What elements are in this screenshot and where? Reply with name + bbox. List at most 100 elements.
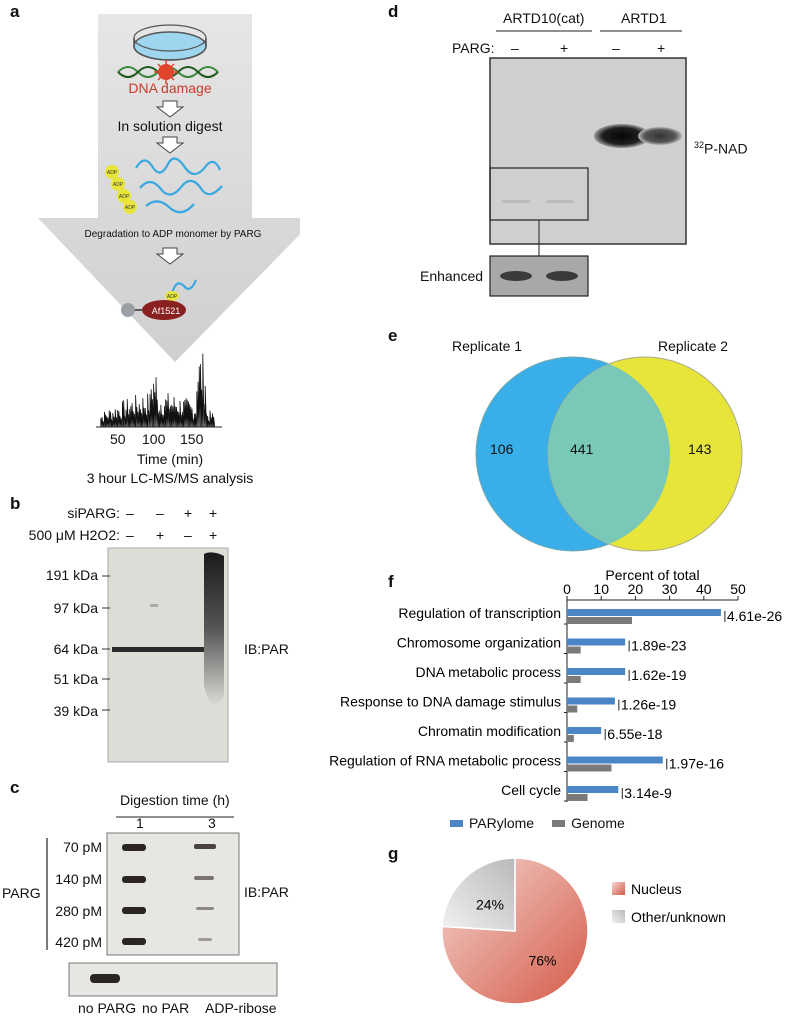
small-down-arrow-3 — [155, 247, 185, 265]
par-smear-lane4 — [204, 552, 224, 704]
marker-64: 64 kDa — [53, 641, 98, 657]
chromatogram-tick-100: 100 — [142, 431, 166, 447]
bar-parylome — [567, 668, 626, 675]
x-tick-label: 30 — [662, 581, 678, 597]
venn-only-2: 143 — [688, 441, 712, 457]
digestion-col-underline — [116, 816, 234, 818]
marker-191: 191 kDa — [45, 567, 98, 583]
enhanced-label: Enhanced — [420, 268, 484, 284]
western-blot-b — [102, 547, 229, 763]
category-label: Chromosome organization — [397, 635, 561, 651]
svg-text:ADP: ADP — [107, 170, 118, 176]
x-tick-label: 40 — [696, 581, 712, 597]
venn-set2-name: Replicate 2 — [658, 338, 729, 354]
conc-280: 280 pM — [55, 903, 102, 919]
venn-diagram — [475, 356, 743, 552]
x-tick-label: 50 — [730, 581, 746, 597]
bar-chart-title: Percent of total — [605, 567, 699, 583]
degradation-label: Degradation to ADP monomer by PARG — [84, 229, 262, 240]
panel-c-label: c — [10, 778, 20, 797]
d-sign-1: – — [511, 40, 519, 56]
pie-legend-swatch — [612, 882, 625, 895]
control-no-parg: no PARG — [78, 1000, 137, 1016]
dot-blot-c-controls — [68, 962, 278, 997]
panel-d-label: d — [388, 2, 399, 21]
venn-overlap — [548, 357, 670, 551]
in-solution-digest-label: In solution digest — [117, 118, 223, 134]
pvalue-annotation: 1.26e-19 — [621, 697, 676, 713]
autoradiograph-d — [489, 57, 687, 297]
venn-set1-name: Replicate 1 — [452, 338, 523, 354]
pvalue-annotation: 1.89e-23 — [631, 638, 686, 654]
group-underlines — [496, 30, 682, 32]
bar-genome — [567, 735, 574, 742]
bar-genome — [567, 794, 588, 801]
small-down-arrow-1 — [155, 100, 185, 118]
bar-parylome — [567, 756, 663, 764]
category-label: DNA metabolic process — [415, 664, 561, 680]
legend-swatch — [450, 819, 463, 827]
par-band-64kda — [112, 647, 224, 652]
x-tick-label: 20 — [628, 581, 644, 597]
conc-140: 140 pM — [55, 871, 102, 887]
parg-d-label: PARG: — [452, 40, 495, 56]
siparg-sign-4: + — [209, 505, 218, 521]
siparg-sign-3: + — [184, 505, 193, 521]
legend-label: Genome — [571, 815, 625, 831]
marker-97: 97 kDa — [53, 600, 98, 616]
bar-parylome — [567, 786, 619, 793]
bar-parylome — [567, 609, 721, 616]
conc-420: 420 pM — [55, 934, 102, 950]
pvalue-annotation: 3.14e-9 — [624, 785, 672, 801]
band-artd1-plus — [638, 127, 682, 145]
svg-text:ADP: ADP — [113, 182, 124, 188]
bar-genome — [567, 617, 632, 624]
blot-b-label: IB:PAR — [244, 641, 289, 657]
pie-value-label: 76% — [528, 952, 556, 968]
category-label: Response to DNA damage stimulus — [340, 694, 561, 710]
workflow-arrow-shape — [38, 14, 300, 362]
pie-slice-other-unknown — [441, 857, 516, 932]
h2o2-sign-4: + — [209, 527, 218, 543]
dot-blot-c — [106, 832, 240, 956]
time-axis-label: Time (min) — [136, 451, 204, 467]
blot-c-label: IB:PAR — [244, 884, 289, 900]
parg-group-bracket — [46, 838, 48, 950]
digestion-time-title: Digestion time (h) — [120, 792, 230, 808]
h2o2-sign-2: + — [156, 527, 165, 543]
p32-nad-label: 32P-NAD — [694, 140, 748, 157]
venn-only-1: 106 — [490, 441, 514, 457]
x-tick-label: 10 — [593, 581, 609, 597]
d-sign-2: + — [560, 40, 569, 56]
bar-genome — [567, 705, 578, 713]
d-sign-3: – — [612, 40, 620, 56]
digestion-col-3: 3 — [208, 815, 216, 831]
pvalue-annotation: 1.62e-19 — [631, 667, 686, 683]
svg-text:ADP: ADP — [125, 205, 136, 211]
panel-b-label: b — [10, 494, 21, 513]
conc-70: 70 pM — [63, 839, 102, 855]
pvalue-annotation: 1.97e-16 — [669, 756, 724, 772]
svg-text:ADP: ADP — [119, 194, 130, 200]
pie-legend-swatch — [612, 910, 625, 923]
group-artd1: ARTD1 — [621, 10, 667, 26]
h2o2-sign-1: – — [126, 527, 134, 543]
category-label: Regulation of transcription — [398, 605, 561, 621]
pie-legend-label: Other/unknown — [631, 909, 726, 925]
panel-g-label: g — [388, 844, 399, 863]
panel-a-label: a — [10, 2, 20, 21]
d-sign-4: + — [657, 40, 666, 56]
bar-genome — [567, 676, 581, 683]
category-label: Regulation of RNA metabolic process — [329, 753, 561, 769]
small-down-arrow-2 — [155, 136, 185, 154]
af1521-bead-icon: ADP Af1521 — [121, 279, 198, 320]
legend-label: PARylome — [469, 815, 535, 831]
control-no-par: no PAR — [142, 1000, 190, 1016]
bar-genome — [567, 646, 581, 654]
bar-parylome — [567, 697, 615, 705]
parg-group-label: PARG — [2, 885, 41, 901]
x-tick-label: 0 — [563, 581, 571, 597]
band-artd1-minus — [594, 124, 650, 148]
category-label: Cell cycle — [501, 782, 561, 798]
